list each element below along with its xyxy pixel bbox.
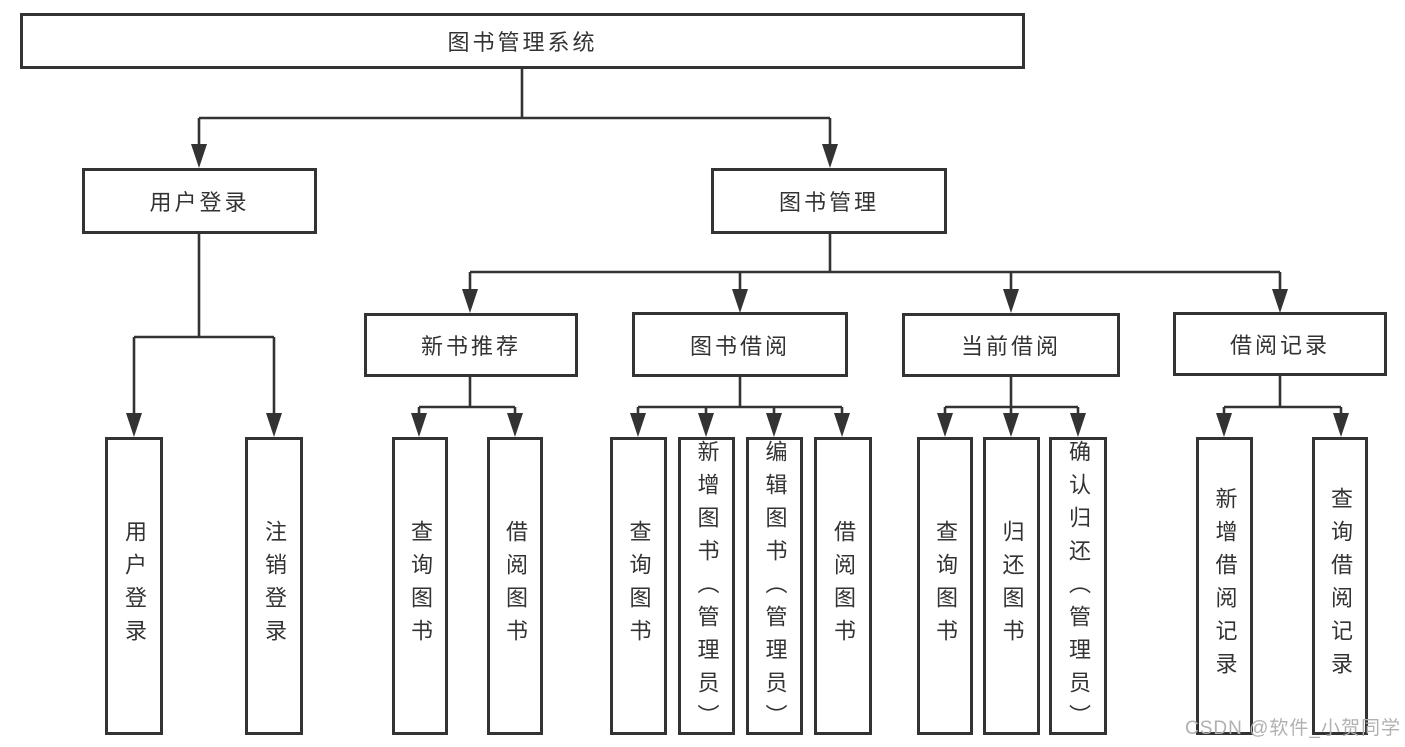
leaf-current-confirm-admin-label: 确认归还（管理员） (1066, 440, 1091, 737)
leaf-newbook-borrow: 借阅图书 (487, 437, 543, 735)
node-borrow-records-label: 借阅记录 (1229, 333, 1330, 358)
node-book-management-label: 图书管理 (778, 190, 879, 215)
leaf-borrow-query-label: 查询图书 (626, 520, 652, 652)
node-new-book-recommend: 新书推荐 (364, 313, 578, 377)
leaf-current-confirm-admin: 确认归还（管理员） (1049, 437, 1107, 737)
node-book-management: 图书管理 (711, 168, 947, 234)
node-new-book-recommend-label: 新书推荐 (420, 334, 521, 359)
leaf-record-query-label: 查询借阅记录 (1328, 487, 1353, 685)
leaf-borrow-book: 借阅图书 (814, 437, 872, 735)
leaf-newbook-query-label: 查询图书 (408, 520, 433, 652)
leaf-borrow-edit-admin-label: 编辑图书（管理员） (762, 440, 788, 737)
node-user-login-label: 用户登录 (149, 190, 250, 215)
leaf-current-query: 查询图书 (917, 437, 973, 735)
node-book-borrow-label: 图书借阅 (689, 333, 790, 359)
leaf-current-query-label: 查询图书 (933, 520, 958, 652)
leaf-logout: 注销登录 (245, 437, 303, 735)
leaf-borrow-query: 查询图书 (610, 437, 667, 735)
leaf-logout-label: 注销登录 (262, 520, 287, 652)
node-book-borrow: 图书借阅 (632, 312, 848, 377)
leaf-record-add: 新增借阅记录 (1196, 437, 1253, 735)
leaf-newbook-query: 查询图书 (392, 437, 448, 735)
node-borrow-records: 借阅记录 (1173, 312, 1387, 376)
leaf-borrow-add-admin: 新增图书（管理员） (678, 437, 735, 737)
leaf-borrow-add-admin-label: 新增图书（管理员） (694, 440, 720, 737)
leaf-user-login: 用户登录 (105, 437, 163, 735)
leaf-borrow-edit-admin: 编辑图书（管理员） (746, 437, 803, 737)
leaf-user-login-label: 用户登录 (122, 520, 147, 652)
node-user-login: 用户登录 (82, 168, 317, 234)
leaf-borrow-book-label: 借阅图书 (831, 520, 856, 652)
node-current-borrow-label: 当前借阅 (960, 334, 1061, 359)
node-root-system: 图书管理系统 (20, 13, 1025, 69)
leaf-current-return: 归还图书 (983, 437, 1040, 735)
leaf-newbook-borrow-label: 借阅图书 (503, 520, 528, 652)
node-current-borrow: 当前借阅 (902, 313, 1120, 377)
leaf-record-add-label: 新增借阅记录 (1212, 487, 1238, 685)
leaf-record-query: 查询借阅记录 (1312, 437, 1368, 735)
node-root-label: 图书管理系统 (447, 30, 598, 55)
leaf-current-return-label: 归还图书 (999, 520, 1025, 652)
